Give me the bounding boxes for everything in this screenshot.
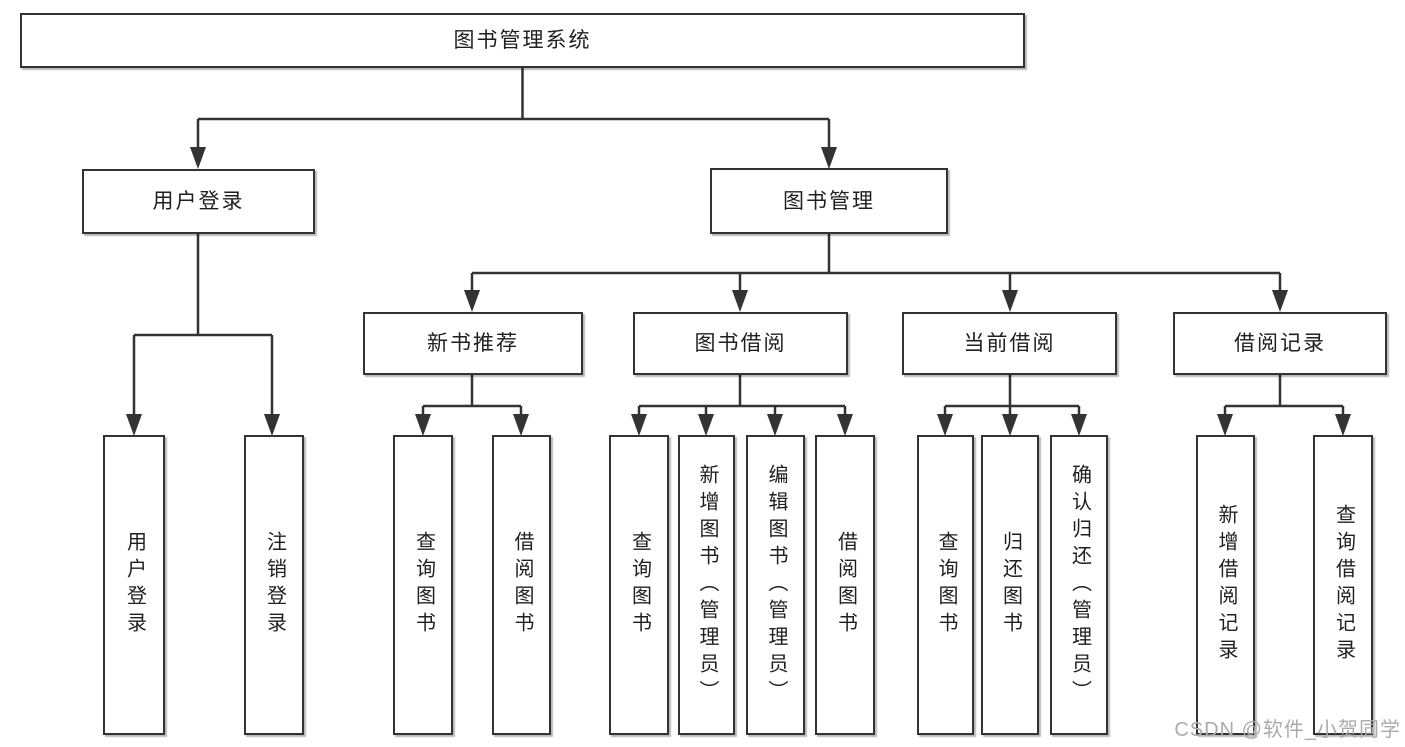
- node-current-borrowing-label: 当前借阅: [963, 332, 1056, 355]
- arrowhead-user-login: [190, 147, 206, 169]
- leaf-add-borrow-record: 新增借阅记录: [1196, 435, 1255, 735]
- arrowhead-book-management: [821, 147, 837, 169]
- connector-root-split: [196, 68, 831, 147]
- leaf-query-books-2-label: 查询图书: [628, 531, 651, 639]
- arrowhead-leaf-borrow-books-2: [837, 414, 853, 436]
- node-new-book-recommend-label: 新书推荐: [427, 332, 519, 355]
- arrowhead-leaf-query-books-3: [937, 414, 953, 436]
- leaf-borrow-books-2-label: 借阅图书: [834, 531, 857, 639]
- arrowhead-leaf-query-record: [1335, 414, 1351, 436]
- arrowhead-leaf-user-login: [126, 414, 142, 436]
- leaf-query-books-1-label: 查询图书: [412, 531, 435, 639]
- leaf-borrow-books-2: 借阅图书: [815, 435, 875, 735]
- leaf-edit-books-admin-label: 编辑图书（管理员）: [765, 463, 787, 707]
- node-current-borrowing: 当前借阅: [902, 312, 1117, 375]
- node-book-borrowing: 图书借阅: [633, 312, 848, 375]
- leaf-confirm-return-admin-label: 确认归还（管理员）: [1068, 463, 1091, 707]
- leaf-confirm-return-admin: 确认归还（管理员）: [1050, 435, 1108, 735]
- arrowhead-leaf-edit-books: [767, 414, 783, 436]
- node-book-borrowing-label: 图书借阅: [694, 332, 787, 355]
- node-user-login-label: 用户登录: [152, 190, 245, 213]
- leaf-query-books-3: 查询图书: [917, 435, 974, 735]
- leaf-add-books-admin-label: 新增图书（管理员）: [696, 463, 718, 707]
- arrowhead-leaf-logout: [264, 414, 280, 436]
- leaf-query-books-3-label: 查询图书: [935, 531, 957, 639]
- leaf-add-books-admin: 新增图书（管理员）: [678, 435, 735, 735]
- connector-book-management-split: [470, 234, 1282, 290]
- connector-user-login-split: [132, 234, 274, 414]
- arrowhead-borrowing-records: [1272, 290, 1288, 312]
- arrowhead-book-borrowing: [732, 290, 748, 312]
- node-book-management: 图书管理: [710, 168, 948, 234]
- leaf-query-books-1: 查询图书: [393, 435, 453, 735]
- arrowhead-leaf-query-books-1: [415, 414, 431, 436]
- leaf-query-books-2: 查询图书: [609, 435, 669, 735]
- connector-current-borrowing-split: [943, 375, 1081, 414]
- leaf-logout-label: 注销登录: [263, 531, 286, 639]
- node-root-label: 图书管理系统: [453, 29, 592, 52]
- node-book-management-label: 图书管理: [783, 189, 875, 213]
- node-user-login: 用户登录: [82, 169, 315, 234]
- leaf-edit-books-admin: 编辑图书（管理员）: [746, 435, 805, 735]
- leaf-borrow-books-1: 借阅图书: [492, 435, 551, 735]
- node-new-book-recommend: 新书推荐: [363, 312, 583, 375]
- csdn-watermark: CSDN @软件_小贺同学: [1174, 719, 1401, 741]
- node-borrowing-records-label: 借阅记录: [1234, 332, 1326, 355]
- leaf-logout: 注销登录: [244, 435, 304, 735]
- arrowhead-current-borrowing: [1002, 290, 1018, 312]
- leaf-add-borrow-record-label: 新增借阅记录: [1215, 504, 1237, 666]
- arrowhead-leaf-add-books: [698, 414, 714, 436]
- arrowhead-leaf-return-books: [1002, 414, 1018, 436]
- connector-book-borrowing-split: [637, 375, 847, 414]
- arrowhead-leaf-add-record: [1217, 414, 1233, 436]
- arrowhead-leaf-query-books-2: [631, 414, 647, 436]
- arrowhead-leaf-borrow-books-1: [513, 414, 529, 436]
- leaf-user-login: 用户登录: [103, 435, 165, 735]
- leaf-return-books: 归还图书: [981, 435, 1039, 735]
- connector-borrowing-records-split: [1223, 375, 1345, 414]
- leaf-query-borrow-record: 查询借阅记录: [1313, 435, 1373, 735]
- leaf-borrow-books-1-label: 借阅图书: [511, 531, 533, 639]
- node-root-system: 图书管理系统: [20, 13, 1025, 68]
- node-borrowing-records: 借阅记录: [1173, 312, 1387, 375]
- connector-new-book-split: [421, 375, 523, 414]
- leaf-return-books-label: 归还图书: [999, 531, 1022, 639]
- leaf-query-borrow-record-label: 查询借阅记录: [1332, 504, 1355, 666]
- leaf-user-login-label: 用户登录: [123, 531, 146, 639]
- arrowhead-leaf-confirm-return: [1071, 414, 1087, 436]
- arrowhead-new-book-recommend: [464, 290, 480, 312]
